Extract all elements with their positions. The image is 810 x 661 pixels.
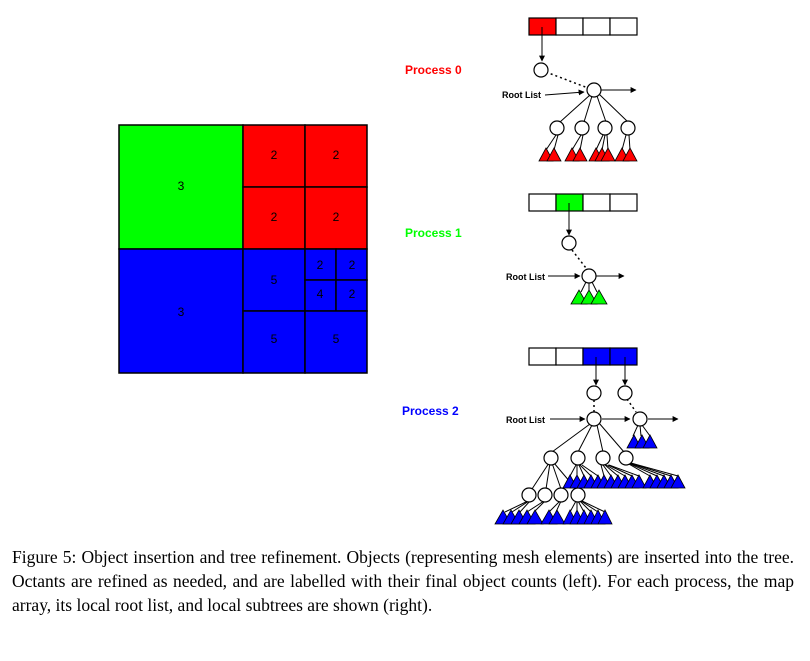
leaf-object xyxy=(600,147,616,162)
tree-nodes xyxy=(561,235,597,284)
quadtree-cell-label: 5 xyxy=(333,332,340,346)
process-0-panel: Process 0 Root List xyxy=(405,17,638,162)
quadtree-cell-label: 3 xyxy=(178,179,185,193)
quadtree-cell xyxy=(242,124,306,188)
quadtree-labels: 3 2 2 2 2 3 5 2 2 4 2 5 5 xyxy=(178,148,356,346)
tree-node xyxy=(570,487,586,503)
tree-node xyxy=(537,487,553,503)
leaf-object xyxy=(631,474,647,489)
leaf-object xyxy=(597,509,613,525)
quadtree-cell-label: 2 xyxy=(333,148,340,162)
quadtree-cell xyxy=(118,124,244,250)
leaf-objects xyxy=(538,147,638,162)
process-0-label: Process 0 xyxy=(405,63,462,77)
process-2-panel: Process 2 xyxy=(402,347,686,525)
quadtree-cell-label: 5 xyxy=(271,273,278,287)
map-array-cell xyxy=(528,347,557,366)
quadtree-cell-label: 2 xyxy=(271,210,278,224)
quadtree-cell-label: 3 xyxy=(178,305,185,319)
quadtree-cell xyxy=(118,248,244,374)
leaf-object xyxy=(548,509,566,525)
root-list-label: Root List xyxy=(502,90,541,100)
tree-node xyxy=(581,268,597,284)
leaf-object xyxy=(670,474,686,489)
quadtree-cell xyxy=(335,279,368,312)
figure: 3 2 2 2 2 3 5 2 2 4 2 5 5 Process 0 xyxy=(118,17,686,525)
quadtree-cell xyxy=(242,310,306,374)
tree-node xyxy=(620,120,636,136)
leaf-objects xyxy=(494,434,686,525)
quadtree-cell-label: 2 xyxy=(271,148,278,162)
quadtree-diagram xyxy=(118,124,368,374)
root-list-label: Root List xyxy=(506,272,545,282)
map-array xyxy=(528,347,638,366)
process-1-panel: Process 1 Root List xyxy=(405,193,638,305)
quadtree-cell-label: 4 xyxy=(317,287,324,301)
map-array-cell xyxy=(555,347,584,366)
tree-node xyxy=(632,411,648,427)
tree-node xyxy=(574,120,590,136)
leaf-object xyxy=(526,509,544,525)
map-array-cell xyxy=(609,17,638,36)
map-array-cell xyxy=(555,17,584,36)
map-array-cell xyxy=(609,347,638,366)
tree-node xyxy=(553,487,569,503)
tree-nodes xyxy=(521,385,648,503)
tree-nodes xyxy=(533,62,636,136)
tree-node xyxy=(543,450,559,466)
leaf-object xyxy=(590,289,608,305)
tree-node xyxy=(533,62,549,78)
map-array xyxy=(528,193,638,212)
map-array xyxy=(528,17,638,36)
quadtree-cell-label: 2 xyxy=(333,210,340,224)
quadtree-cell xyxy=(304,279,337,312)
tree-node xyxy=(570,450,586,466)
quadtree-cell-label: 2 xyxy=(349,258,356,272)
leaf-object xyxy=(622,147,638,162)
quadtree-cell-label: 5 xyxy=(271,332,278,346)
leaf-objects xyxy=(570,289,608,305)
quadtree-cell-label: 2 xyxy=(317,258,324,272)
quadtree-cell xyxy=(304,248,337,281)
map-array-cell xyxy=(528,193,557,212)
leaf-object xyxy=(572,147,588,162)
tree-node xyxy=(586,411,602,427)
root-list-label: Root List xyxy=(506,415,545,425)
figure-caption: Figure 5: Object insertion and tree refi… xyxy=(12,547,794,615)
map-array-cell xyxy=(609,193,638,212)
map-array-cell xyxy=(582,193,611,212)
tree-node xyxy=(597,120,613,136)
quadtree-cell xyxy=(304,310,368,374)
tree-node xyxy=(586,82,602,98)
quadtree-cell-label: 2 xyxy=(349,287,356,301)
tree-node xyxy=(561,235,577,251)
process-1-label: Process 1 xyxy=(405,226,462,240)
tree-node xyxy=(595,450,611,466)
tree-node xyxy=(521,487,537,503)
tree-node xyxy=(586,385,602,401)
leaf-object xyxy=(642,434,658,449)
tree-node xyxy=(618,450,634,466)
tree-node xyxy=(549,120,565,136)
leaf-object xyxy=(546,147,562,162)
tree-node xyxy=(617,385,633,401)
map-array-cell xyxy=(582,17,611,36)
process-2-label: Process 2 xyxy=(402,404,459,418)
